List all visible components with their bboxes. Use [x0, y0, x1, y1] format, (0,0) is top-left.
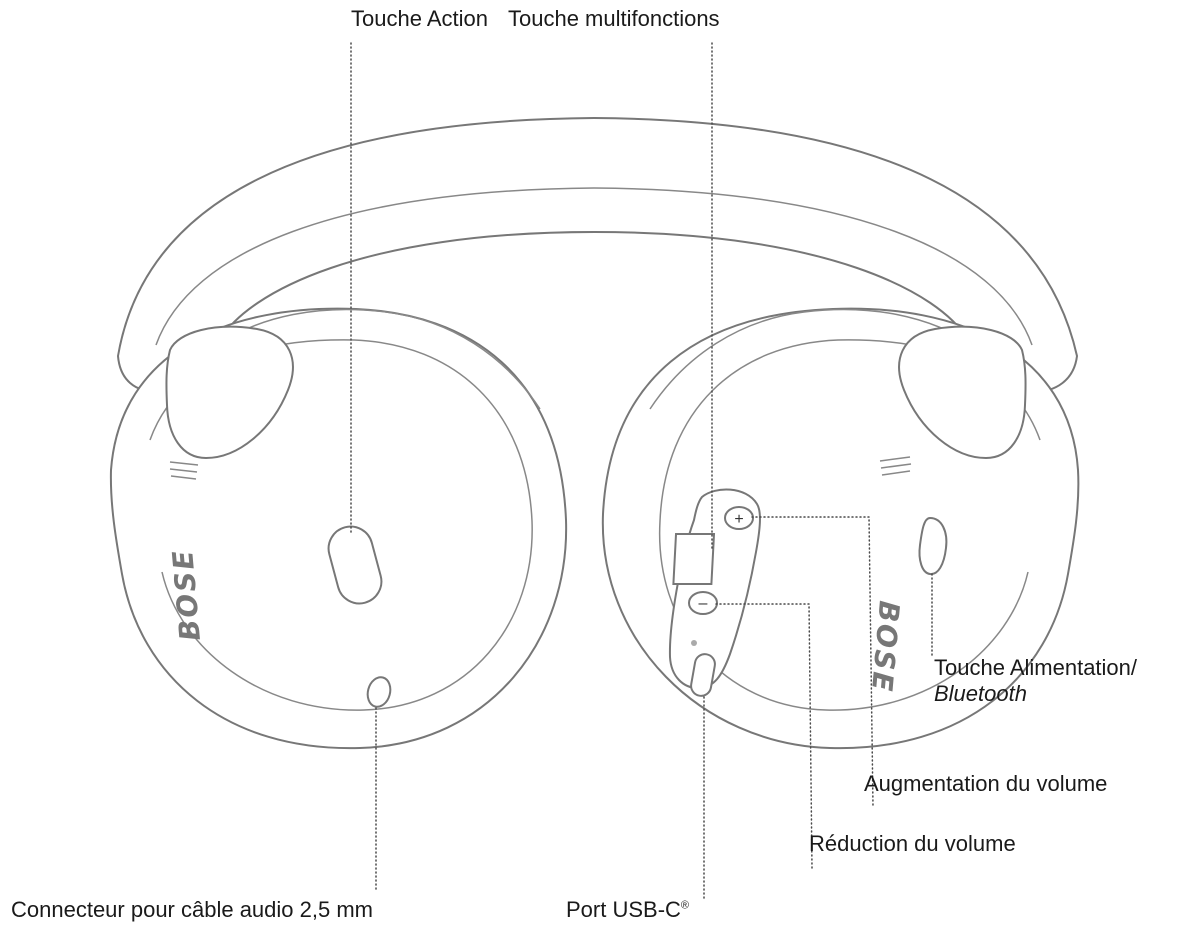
- volume-down-button: [688, 591, 718, 615]
- action-button-label-text: Touche Action: [351, 6, 488, 31]
- left-hinge: [165, 325, 294, 460]
- multifunction-button-label-text: Touche multifonctions: [508, 6, 720, 31]
- bluetooth-label-text: Bluetooth: [934, 681, 1027, 706]
- right-speaker-grille: [879, 456, 912, 476]
- volume-up-button: [724, 506, 754, 530]
- registered-mark: ®: [680, 899, 690, 912]
- right-earcup-cushion: [649, 308, 977, 410]
- right-bose-logo: BOSE: [865, 599, 906, 694]
- power-button-label-line2: Bluetooth: [934, 681, 1027, 707]
- volume-down-symbol: –: [699, 595, 708, 612]
- audio-connector-label-text: Connecteur pour câble audio 2,5 mm: [11, 897, 373, 922]
- multifunction-button: [672, 533, 716, 585]
- usb-c-port: [690, 653, 716, 697]
- usb-port-label: Port USB-C®: [566, 897, 689, 923]
- status-led: [691, 640, 697, 646]
- volume-down-label: Réduction du volume: [809, 831, 1016, 857]
- volume-up-label-text: Augmentation du volume: [864, 771, 1108, 796]
- left-speaker-grille: [169, 461, 199, 480]
- audio-cable-connector: [366, 676, 392, 708]
- callout-line-volume-up: [751, 516, 874, 808]
- power-button-label-text: Touche Alimentation/: [934, 655, 1138, 680]
- callout-line-volume-down: [715, 603, 813, 869]
- headband-inner: [155, 187, 1033, 346]
- action-button-label: Touche Action: [351, 6, 488, 32]
- volume-up-label: Augmentation du volume: [864, 771, 1107, 797]
- audio-connector-label: Connecteur pour câble audio 2,5 mm: [11, 897, 373, 923]
- usb-port-label-text: Port USB-C: [566, 897, 681, 922]
- right-hinge: [898, 325, 1027, 460]
- left-earcup-cushion: [213, 308, 541, 410]
- power-bluetooth-switch: [918, 516, 948, 576]
- multifunction-button-label: Touche multifonctions: [508, 6, 720, 32]
- action-button: [327, 525, 383, 605]
- power-button-label-line1: Touche Alimentation/: [934, 655, 1137, 681]
- left-bose-logo: BOSE: [166, 547, 207, 642]
- volume-up-symbol: +: [734, 511, 743, 528]
- volume-down-label-text: Réduction du volume: [809, 831, 1016, 856]
